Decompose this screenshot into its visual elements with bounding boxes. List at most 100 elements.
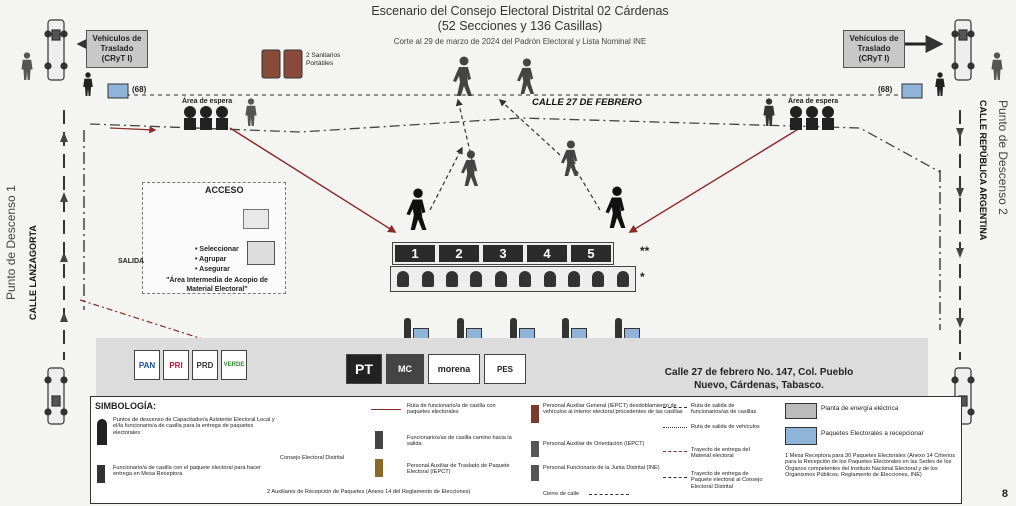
- wait-group-left: [184, 106, 228, 130]
- official-icon: [494, 271, 507, 287]
- truck-bottom-left: [44, 367, 68, 425]
- count-left: (68): [132, 85, 147, 94]
- page-number: 8: [1001, 488, 1008, 500]
- logo-verde: VERDE: [221, 350, 247, 380]
- person-near-table-right: [605, 186, 626, 228]
- legend-power-plant-icon: [785, 403, 817, 419]
- legend-packages: Paquetes Electorales a recepcionar: [821, 430, 924, 437]
- legend-cierre: Cierre de calle: [543, 491, 580, 497]
- walker-top-1: [453, 56, 472, 96]
- walker-mid-1: [461, 150, 479, 186]
- person-icon: [404, 318, 411, 340]
- person-near-table-left: [406, 188, 427, 230]
- truck-top-left: [44, 19, 68, 81]
- title-line-2: (52 Secciones y 136 Casillas): [437, 19, 603, 33]
- legend-line-salida-func: [663, 407, 687, 408]
- acceso-area: ACCESO • Seleccionar • Agrupar • Asegura…: [142, 182, 286, 294]
- person-at-descent-right: [935, 72, 945, 96]
- salida-label: SALIDA: [118, 258, 145, 265]
- queue-item: [615, 300, 640, 340]
- person-icon: [615, 318, 622, 340]
- legend-line-paquete: [663, 477, 687, 478]
- acceso-arrow: [109, 126, 157, 134]
- legend-ruta-salida-func: Ruta de salida de funcionarios/as de cas…: [691, 403, 757, 416]
- package-left: [107, 83, 129, 99]
- material-box-icon: [247, 241, 275, 265]
- legend-salida: Funcionarios/as de casilla camino hacia …: [407, 435, 512, 448]
- legend-cierre-line: [589, 494, 629, 495]
- acceso-step: • Agrupar: [195, 256, 227, 263]
- person-icon: [562, 318, 570, 340]
- person-grey-left: [21, 52, 33, 80]
- legend-title: SIMBOLOGÍA:: [95, 401, 156, 411]
- logo-pan: PAN: [134, 350, 160, 380]
- legend-line-vehiculos: [663, 427, 687, 428]
- party-logos-row-2: PT MC morena PES: [346, 354, 526, 384]
- route-arrow-top-right: [498, 99, 561, 156]
- queue-item: [456, 300, 482, 340]
- legend-power-plant: Planta de energía eléctrica: [821, 405, 899, 412]
- route-arrow-left: [229, 127, 397, 233]
- logo-pes: PES: [484, 354, 526, 384]
- route-arrow-right: [628, 127, 801, 233]
- wait-area-right: Área de espera: [788, 98, 839, 105]
- route-arrow-up-right: [569, 158, 601, 211]
- logo-pri: PRI: [163, 350, 189, 380]
- side-arrows: [60, 128, 964, 328]
- funcionarios-strip: [390, 266, 636, 292]
- acceso-step: • Seleccionar: [195, 246, 239, 253]
- legend-mesa-receptora: 1 Mesa Receptora para 30 Paquetes Electo…: [785, 453, 956, 479]
- consejo-label: Consejo Electoral Distrital: [279, 455, 345, 461]
- tables-row: 1 2 3 4 5: [392, 242, 614, 265]
- legend-person-icon: [97, 419, 107, 445]
- legend-auxiliares: 2 Auxiliares de Recepción de Paquetes (A…: [267, 489, 471, 495]
- street-right: CALLE REPÚBLICA ARGENTINA: [978, 100, 988, 241]
- legend-orientacion-icon: [531, 441, 539, 457]
- person-at-descent-left: [83, 72, 93, 96]
- legend-funcionario-icon: [97, 465, 105, 483]
- table-marker-top: **: [640, 244, 650, 258]
- descenso-right: Punto de Descenso 2: [996, 100, 1010, 215]
- legend-orientacion: Personal Auxiliar de Orientación (IEPCT): [543, 441, 645, 447]
- wait-area-left: Área de espera: [182, 98, 233, 105]
- walker-mid-2: [561, 140, 579, 176]
- legend-traslado: Personal Auxiliar de Traslado de Paquete…: [407, 463, 510, 476]
- truck-top-right: [951, 19, 975, 81]
- legend-funcionario: Funcionario/a de casilla con el paquete …: [113, 465, 262, 478]
- documents-icon: [243, 209, 269, 229]
- queue-item: [509, 300, 535, 340]
- vehicle-label-right: Vehículos de Traslado (CRyT I): [843, 30, 905, 68]
- legend-general-icon: [531, 405, 539, 423]
- table-3: 3: [483, 245, 523, 262]
- official-icon: [445, 271, 458, 287]
- acceso-title: ACCESO: [205, 185, 244, 195]
- official-icon: [470, 271, 483, 287]
- queue-item: [562, 300, 588, 340]
- legend-general: Personal Auxiliar General (IEPCT) desdob…: [543, 403, 683, 416]
- acceso-steps: • Seleccionar • Agrupar • Asegurar: [195, 245, 239, 275]
- person-icon: [456, 318, 464, 340]
- table-2: 2: [439, 245, 479, 262]
- descenso-left: Punto de Descenso 1: [4, 185, 18, 300]
- official-icon: [421, 271, 434, 287]
- party-logos-row-1: PAN PRI PRD VERDE: [134, 350, 247, 380]
- official-icon: [592, 271, 605, 287]
- mid-route-line: [89, 117, 941, 173]
- person-grey-right: [991, 52, 1003, 80]
- sanitarios-label: 2 Sanitarios Portátiles: [306, 52, 341, 67]
- legend-package-icon: [785, 427, 817, 445]
- legend-descent-points: Puntos de descenso de Capacitador/a Asis…: [113, 417, 275, 436]
- portable-toilets: [261, 49, 303, 79]
- person-wait-left: [245, 98, 257, 126]
- queue-area: [404, 300, 640, 340]
- legend-ruta-vehiculos: Ruta de salida de vehículos: [691, 424, 760, 430]
- title-line-1: Escenario del Consejo Electoral Distrita…: [371, 4, 669, 18]
- legend-walker-icon: [375, 431, 383, 449]
- table-marker-bottom: *: [640, 270, 645, 284]
- logo-mc: MC: [386, 354, 424, 384]
- logo-prd: PRD: [192, 350, 218, 380]
- logo-pt: PT: [346, 354, 382, 384]
- route-arrow-up-left: [429, 146, 463, 211]
- official-icon: [519, 271, 532, 287]
- table-1: 1: [395, 245, 435, 262]
